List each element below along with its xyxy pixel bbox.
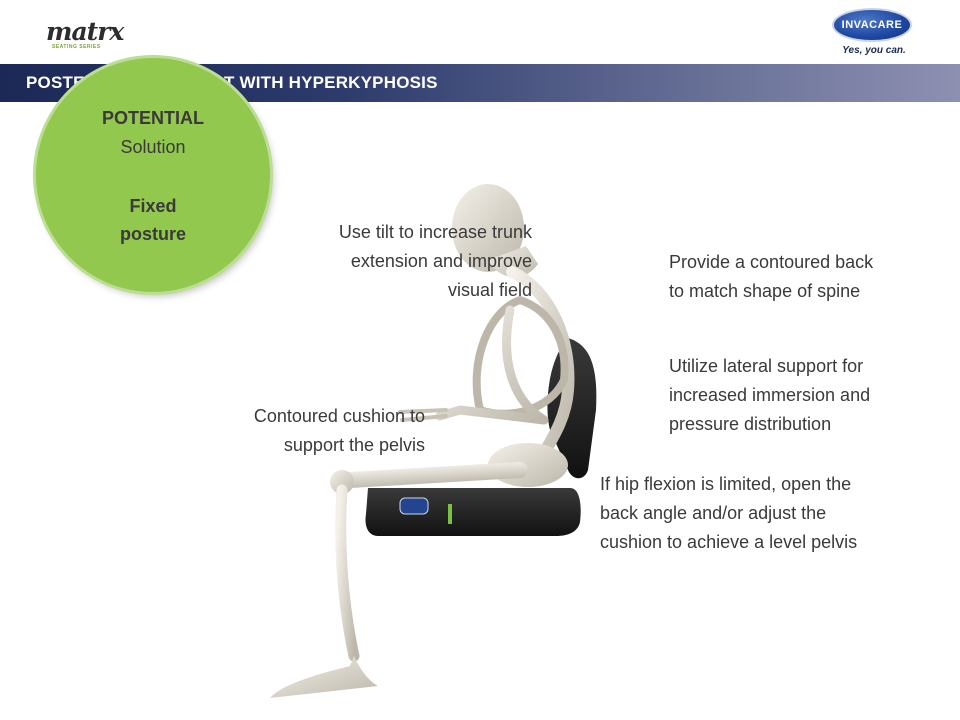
note-lateral-line-1: Utilize lateral support for: [669, 356, 864, 376]
circle-line-solution: Solution: [120, 137, 186, 157]
matrx-logo-subtitle: SEATING SERIES: [52, 44, 101, 50]
thigh-shape: [342, 462, 528, 488]
note-hip-line-1: If hip flexion is limited, open the: [600, 474, 852, 494]
note-cushion-line-2: support the pelvis: [283, 435, 425, 455]
circle-line-posture: posture: [119, 224, 186, 244]
spine-shape: [506, 266, 575, 466]
note-tilt-line-1: Use tilt to increase trunk: [338, 222, 532, 242]
solution-circle: POTENTIAL Solution Fixed posture: [36, 58, 270, 292]
shin-shape: [335, 484, 360, 662]
note-contoured-cushion: Contoured cushion to support the pelvis: [254, 402, 425, 460]
invacare-logo: INVACARE Yes, you can.: [832, 8, 916, 64]
note-lateral-support: Utilize lateral support for increased im…: [669, 352, 870, 439]
note-hip-line-2: back angle and/or adjust the: [600, 503, 827, 523]
knee-shape: [330, 470, 354, 494]
circle-line-fixed: Fixed: [129, 196, 177, 216]
invacare-tagline: Yes, you can.: [842, 45, 906, 56]
seat-cushion-shape: [365, 488, 581, 536]
arm-shape: [435, 305, 549, 425]
ribcage-shape: [472, 295, 569, 418]
foot-shape: [270, 656, 378, 698]
note-back-line-1: Provide a contoured back: [669, 252, 874, 272]
note-lateral-line-3: pressure distribution: [669, 414, 832, 434]
note-back-line-2: to match shape of spine: [669, 281, 861, 301]
skull-shape: [452, 184, 524, 272]
circle-line-potential: POTENTIAL: [102, 108, 204, 128]
jaw-shape: [488, 246, 538, 278]
contoured-back-shape: [547, 338, 597, 479]
note-lateral-line-2: increased immersion and: [669, 385, 871, 405]
matrx-logo-word: matrx: [46, 17, 124, 46]
matrx-logo: matrx SEATING SERIES: [46, 17, 136, 54]
note-hip-line-3: cushion to achieve a level pelvis: [600, 532, 858, 552]
note-contoured-back: Provide a contoured back to match shape …: [669, 248, 873, 306]
invacare-logo-oval: INVACARE: [832, 8, 912, 42]
seated-skeleton-illustration: [270, 184, 597, 698]
note-tilt: Use tilt to increase trunk extension and…: [339, 218, 532, 305]
hand-shape: [398, 408, 448, 422]
note-cushion-line-1: Contoured cushion to: [253, 406, 425, 426]
note-tilt-line-3: visual field: [447, 280, 532, 300]
note-tilt-line-2: extension and improve: [350, 251, 532, 271]
cushion-green-accent: [448, 504, 452, 524]
cushion-brand-tag: [399, 497, 429, 515]
note-hip-flexion: If hip flexion is limited, open the back…: [600, 470, 857, 557]
invacare-logo-word: INVACARE: [841, 19, 903, 31]
